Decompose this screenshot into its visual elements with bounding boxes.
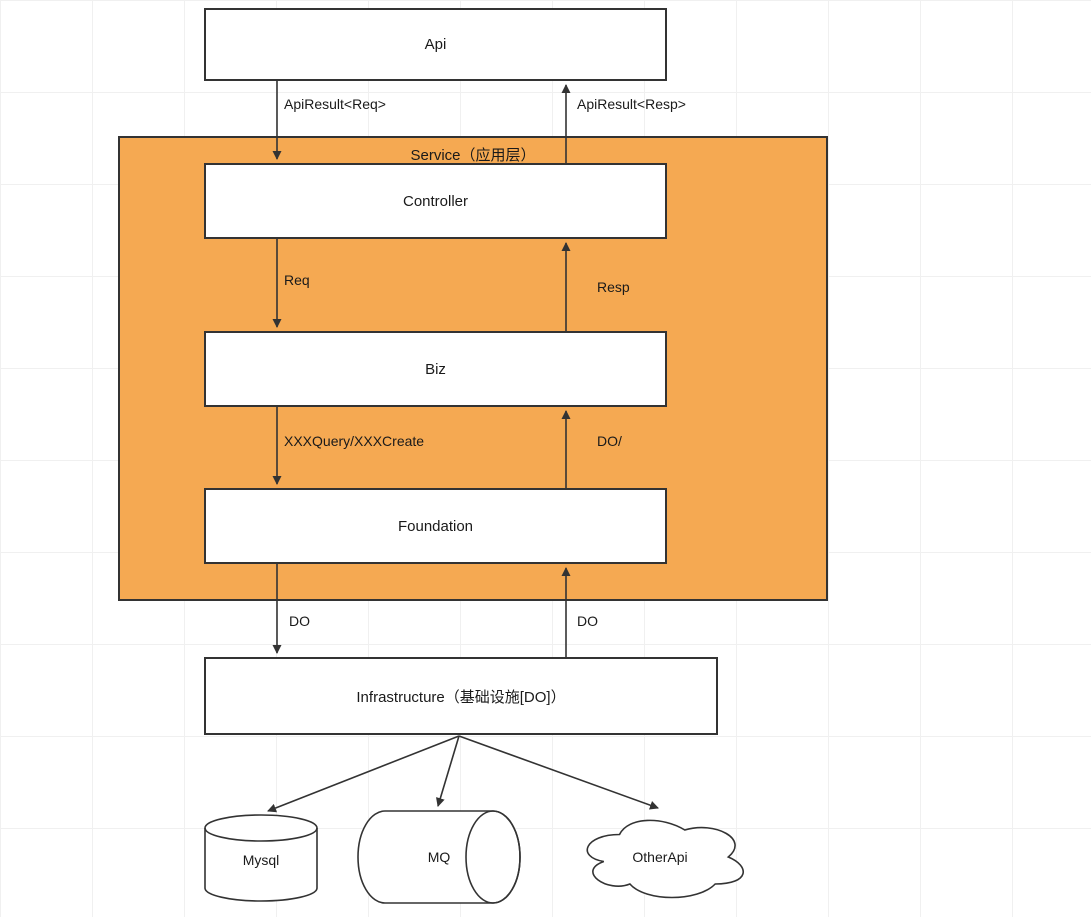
foundation-node: Foundation (204, 488, 667, 564)
arrow-infra-to-mysql (267, 735, 460, 813)
edge-label-req: Req (284, 272, 310, 288)
edge-label-apiresult-req: ApiResult<Req> (284, 96, 386, 112)
edge-label-apiresult-resp: ApiResult<Resp> (577, 96, 686, 112)
arrow-infra-to-mq (435, 735, 460, 807)
api-node: Api (204, 8, 667, 81)
service-layer-title: Service（应用层） (410, 147, 536, 164)
edge-label-xxxquery: XXXQuery/XXXCreate (284, 433, 425, 449)
infrastructure-node: Infrastructure（基础设施[DO]） (204, 657, 718, 735)
biz-node: Biz (204, 331, 667, 407)
edge-label-resp: Resp (597, 279, 630, 295)
mysql-label: Mysql (242, 852, 280, 868)
mysql-database-cylinder-rim (204, 827, 318, 842)
arrow-infra-to-otherapi (458, 735, 659, 810)
edge-label-do-slash: DO/ (597, 433, 622, 449)
otherapi-label: OtherApi (632, 849, 688, 865)
controller-node: Controller (204, 163, 667, 239)
mq-label: MQ (427, 849, 451, 865)
edge-label-do-up: DO (577, 613, 598, 629)
edge-label-do-down: DO (289, 613, 310, 629)
